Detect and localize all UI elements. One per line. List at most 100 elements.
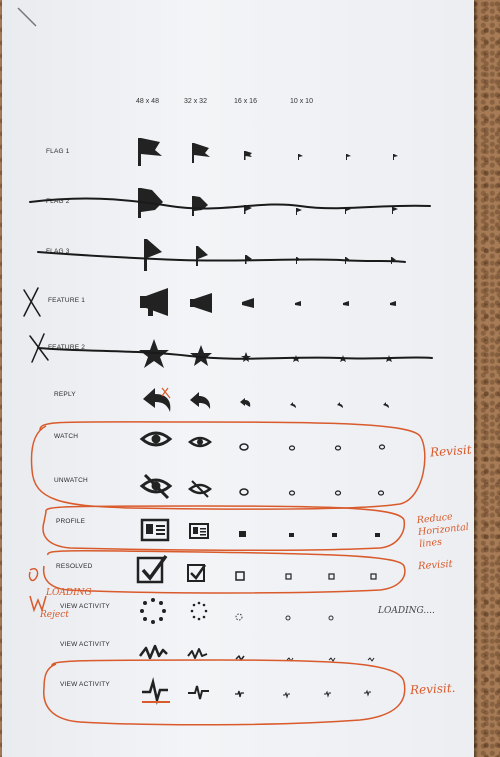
label-flag-3: FLAG 3 (46, 248, 70, 255)
label-view-activity-2: VIEW ACTIVITY (60, 641, 110, 648)
checkbox-icon-32 (187, 564, 207, 582)
activity-zigzag-icon-16 (235, 655, 245, 661)
checkbox-icon-10b (328, 573, 335, 580)
eye-icon-48 (139, 431, 173, 447)
activity-pulse-icon-10c (364, 689, 371, 697)
reply-icon-10b (337, 402, 343, 408)
eye-icon-10a (288, 445, 296, 451)
star-icon-32 (190, 345, 212, 366)
label-feature-1: FEATURE 1 (48, 297, 86, 304)
flag2-icon-10a (296, 208, 302, 215)
label-profile: PROFILE (56, 518, 86, 525)
activity-pulse-icon-10a (283, 691, 290, 699)
megaphone-icon-10b (343, 301, 349, 306)
flag-icon-32 (192, 143, 210, 163)
checkbox-icon-16 (235, 571, 245, 581)
label-flag-2: FLAG 2 (46, 198, 70, 205)
note-revisit-activity: Revisit. (409, 680, 456, 698)
strike-line-flag-3 (37, 251, 406, 263)
checkbox-icon-10c (370, 573, 377, 580)
header-32: 32 x 32 (184, 98, 207, 105)
loop-view-activity (43, 659, 406, 726)
eye-off-icon-10b (334, 490, 342, 496)
flag-icon-16 (244, 151, 252, 160)
flag-icon-10a (298, 154, 303, 160)
flag-icon-48 (138, 138, 162, 166)
eye-off-icon-10a (288, 490, 296, 496)
strike-line-flag-2 (29, 197, 431, 210)
red-mark-reply (161, 387, 171, 399)
spinner-icon-16 (235, 613, 243, 621)
megaphone-icon-10a (295, 301, 301, 306)
cross-mark-feature-2 (29, 333, 49, 363)
megaphone-icon-32 (190, 293, 212, 313)
note-reduce-lines: Reduce Horizontal lines (416, 511, 470, 550)
label-watch: WATCH (54, 433, 79, 440)
flag3-icon-32 (196, 246, 208, 266)
megaphone-icon-10c (390, 301, 396, 306)
profile-icon-16 (239, 531, 246, 537)
reply-icon-48 (143, 388, 171, 412)
spinner-icon-32 (190, 601, 208, 621)
flag3-icon-48 (144, 239, 162, 271)
note-revisit-watch: Revisit (429, 442, 473, 460)
label-feature-2: FEATURE 2 (48, 344, 86, 351)
header-16: 16 x 16 (234, 98, 257, 105)
label-view-activity-1: VIEW ACTIVITY (60, 603, 110, 610)
eye-icon-32 (187, 436, 213, 448)
note-loading-right: LOADING.... (378, 606, 435, 616)
checkbox-icon-48 (136, 554, 168, 584)
flag-icon-10c (393, 154, 398, 160)
activity-zigzag-icon-10a (286, 657, 294, 662)
label-reply: REPLY (54, 391, 76, 398)
reply-icon-10c (383, 402, 389, 408)
label-flag-1: FLAG 1 (46, 148, 70, 155)
eye-off-icon-16 (239, 488, 249, 496)
activity-zigzag-icon-32 (187, 648, 208, 659)
paper-sheet (2, 0, 474, 757)
eye-off-icon-32 (187, 480, 213, 498)
eye-off-icon-10c (377, 490, 385, 496)
flag2-icon-10c (392, 207, 398, 214)
flag2-icon-48 (138, 188, 163, 218)
activity-pulse-icon-16 (235, 690, 244, 698)
activity-pulse-icon-48 (142, 677, 168, 705)
spinner-icon-10a (285, 615, 291, 621)
note-reject: Reject (40, 610, 69, 620)
label-view-activity-3: VIEW ACTIVITY (60, 681, 110, 688)
megaphone-icon-16 (242, 298, 254, 308)
activity-zigzag-icon-10b (328, 657, 336, 662)
red-sketch-loading (28, 567, 47, 613)
spinner-icon-48 (140, 598, 166, 624)
reply-icon-16 (240, 398, 251, 407)
cross-mark-feature-1 (23, 287, 41, 317)
profile-icon-10b (332, 533, 337, 537)
pushpin-icon (17, 7, 37, 27)
activity-pulse-icon-10b (324, 690, 331, 698)
eye-icon-10c (378, 444, 386, 450)
eye-off-icon-48 (139, 473, 173, 500)
profile-icon-48 (140, 518, 170, 542)
strike-line-feature-2 (37, 347, 433, 360)
reply-icon-10a (290, 402, 296, 408)
checkbox-icon-10a (285, 573, 292, 580)
megaphone-icon-48 (140, 288, 168, 316)
profile-icon-10a (289, 533, 294, 537)
activity-zigzag-icon-48 (139, 644, 168, 660)
header-48: 48 x 48 (136, 98, 159, 105)
profile-icon-32 (189, 523, 209, 539)
label-resolved: RESOLVED (56, 563, 93, 570)
profile-icon-10c (375, 533, 380, 537)
eye-icon-16 (239, 443, 249, 451)
flag-icon-10b (346, 154, 351, 160)
activity-zigzag-icon-10c (367, 657, 375, 662)
flag2-icon-32 (192, 196, 208, 216)
loop-resolved (42, 550, 406, 594)
spinner-icon-10b (328, 615, 334, 621)
header-10: 10 x 10 (290, 98, 313, 105)
reply-icon-32 (190, 392, 211, 409)
label-unwatch: UNWATCH (54, 477, 88, 484)
eye-icon-10b (334, 445, 342, 451)
note-loading-left: LOADING (46, 588, 92, 598)
